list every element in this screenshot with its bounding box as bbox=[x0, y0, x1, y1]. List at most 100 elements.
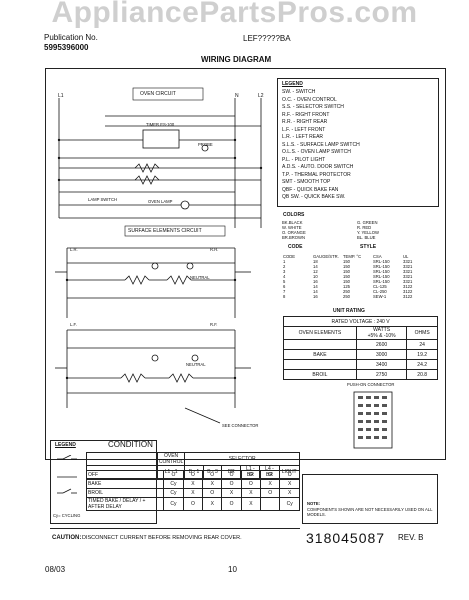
wire-code-cell: 14 bbox=[313, 289, 318, 294]
surface-circuit-title: SURFACE ELEMENTS CIRCUIT bbox=[128, 228, 202, 234]
condition-cell: X bbox=[202, 497, 223, 511]
condition-cell: O bbox=[182, 497, 204, 511]
oven-circuit-title: OVEN CIRCUIT bbox=[140, 91, 176, 97]
wire-code-cell: 3321 bbox=[403, 259, 413, 264]
legend-item: S.S. - SELECTOR SWITCH bbox=[282, 104, 344, 110]
connector-diagram bbox=[353, 391, 393, 449]
surface-rr-top: R.R. bbox=[210, 247, 219, 252]
color-row: W. WHITE R. RED bbox=[282, 225, 432, 230]
wire-code-cell: SRL-150 bbox=[373, 274, 390, 279]
legend-item: A.D.S. - AUTO. DOOR SWITCH bbox=[282, 164, 354, 170]
condition-cell: O bbox=[221, 497, 242, 511]
watts-header: WATTS+5% & -10% bbox=[355, 326, 408, 340]
color-item: O. ORANGE bbox=[282, 230, 306, 235]
legend-item: L.F. - LEFT FRONT bbox=[282, 126, 326, 133]
color-item: BK.BLACK bbox=[282, 220, 303, 225]
color-item: Y. YELLOW bbox=[357, 230, 379, 235]
condition-cell bbox=[260, 497, 281, 511]
caution-label: CAUTION: bbox=[52, 535, 82, 541]
wire-code-cell: 4 bbox=[283, 274, 286, 279]
surface-lr-top: L.R. bbox=[70, 247, 78, 252]
wire-code-cell: 14 bbox=[313, 284, 318, 289]
condition-cell: X bbox=[182, 488, 204, 498]
surface-rf-bottom: R.F. bbox=[210, 322, 218, 327]
rating-row-label bbox=[283, 339, 357, 350]
wire-code-cell: 12 bbox=[313, 269, 318, 274]
wire-code-cell: GAUGE/STR. bbox=[313, 254, 339, 259]
condition-cell: Cy bbox=[163, 497, 184, 511]
condition-cell: Cy bbox=[279, 497, 300, 511]
wire-code-cell: 150 bbox=[343, 269, 350, 274]
condition-cell: O bbox=[202, 488, 223, 498]
rating-row-watts: 2600 bbox=[355, 339, 408, 350]
wire-code-cell: TEMP. °C bbox=[343, 254, 362, 259]
lamp-switch-label: LAMP SWITCH bbox=[88, 197, 118, 202]
legend-item: T.P. - THERMAL PROTECTOR bbox=[282, 171, 351, 178]
condition-cell: O bbox=[202, 470, 223, 480]
circuit-schematic bbox=[55, 87, 263, 424]
footer-page: 10 bbox=[228, 565, 237, 574]
rating-row-watts: 2750 bbox=[355, 369, 408, 380]
note-text: COMPONENTS SHOWN ARE NOT NECESSARILY USE… bbox=[307, 507, 433, 517]
condition-cell: O bbox=[279, 470, 300, 480]
switch-symbols bbox=[57, 455, 77, 494]
condition-cell: X bbox=[240, 488, 262, 498]
footer-date: 08/03 bbox=[45, 565, 66, 574]
color-item: R. RED bbox=[357, 225, 372, 230]
legend-item: QB SW. - QUICK BAKE SW. bbox=[282, 194, 346, 200]
color-item: BL. BLUE bbox=[357, 235, 376, 240]
caution-text: DISCONNECT CURRENT BEFORE REMOVING REAR … bbox=[82, 535, 242, 541]
wire-code-cell: 250 bbox=[343, 289, 350, 294]
wire-code-cell: SRL-150 bbox=[373, 259, 390, 264]
condition-row-label: OFF bbox=[85, 470, 165, 480]
color-row: O. ORANGE Y. YELLOW bbox=[282, 230, 432, 235]
wire-code-cell: 16 bbox=[313, 279, 318, 284]
wire-code-cell: 150 bbox=[343, 264, 350, 269]
rating-row-ohms: 20.8 bbox=[406, 369, 438, 380]
color-item: W. WHITE bbox=[282, 225, 302, 230]
legend-item: R.R. - RIGHT REAR bbox=[282, 119, 328, 125]
wire-code-cell: 3 bbox=[283, 269, 286, 274]
condition-cell: O bbox=[182, 470, 204, 480]
wire-code-cell: CL-125 bbox=[373, 284, 387, 289]
neutral-label-lower: NEUTRAL bbox=[186, 362, 206, 367]
wire-code-cell: SRL-150 bbox=[373, 264, 390, 269]
wire-code-cell: 6 bbox=[283, 284, 286, 289]
wire-code-cell: 3122 bbox=[403, 294, 413, 299]
line-l1-label: L1 bbox=[58, 93, 64, 99]
wire-code-cell: 3122 bbox=[403, 284, 413, 289]
wire-code-cell: 150 bbox=[343, 259, 350, 264]
legend-item: S.L.S. - SURFACE LAMP SWITCH bbox=[282, 141, 360, 148]
see-connector-note: SEE CONNECTOR bbox=[222, 423, 259, 428]
wire-code-cell: 18 bbox=[313, 259, 318, 264]
condition-cell: O bbox=[240, 470, 262, 480]
publication-number: 5995396000 bbox=[44, 43, 89, 52]
neutral-label-upper: NEUTRAL bbox=[190, 275, 210, 280]
selector-header: SELECTOR bbox=[184, 452, 300, 466]
wire-code-cell: 3122 bbox=[403, 289, 413, 294]
color-item: BR.BROWN bbox=[282, 235, 306, 240]
neutral-label: N bbox=[235, 93, 239, 99]
cycling-symbol: Cy= CYCLING bbox=[53, 513, 81, 518]
oven-control-header: OVEN CONTROL bbox=[156, 452, 186, 466]
condition-cell: O bbox=[260, 488, 281, 498]
legend-item: O.L.S. - OVEN LAMP SWITCH bbox=[282, 149, 351, 155]
wire-code-cell: 16 bbox=[313, 294, 318, 299]
style-title: STYLE bbox=[360, 244, 377, 250]
unit-rating-title: UNIT RATING bbox=[333, 308, 365, 314]
oven-lamp-label: OVEN LAMP bbox=[148, 199, 173, 204]
wire-code-cell: 3321 bbox=[403, 279, 413, 284]
note-title: NOTE: bbox=[307, 501, 321, 506]
condition-header-blank bbox=[86, 452, 158, 466]
legend-item: QBF - QUICK BAKE FAN bbox=[282, 186, 339, 193]
legend-item: SW. - SWITCH bbox=[282, 89, 316, 95]
model-code: LEF?????BA bbox=[243, 34, 291, 43]
